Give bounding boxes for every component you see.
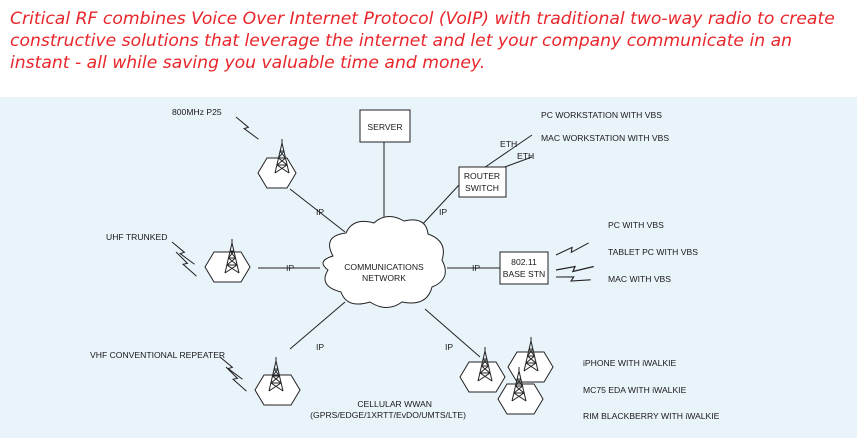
wifi-device-tablet: TABLET PC WITH VBS bbox=[608, 247, 698, 257]
router-label-line2: SWITCH bbox=[465, 183, 499, 193]
ip-label-p25: IP bbox=[316, 207, 324, 217]
vhf-tower bbox=[216, 356, 301, 406]
router-switch-box: ROUTER SWITCH bbox=[458, 166, 507, 198]
base-station-label-line2: BASE STN bbox=[503, 269, 546, 279]
cellular-label-line2: (GPRS/EDGE/1XRTT/EvDO/UMTS/LTE) bbox=[310, 410, 466, 420]
ip-labels: IP IP IP IP IP IP bbox=[286, 207, 480, 352]
network-diagram: COMMUNICATIONS NETWORK SERVER ROUTER SWI… bbox=[0, 97, 857, 438]
base-station-label-line1: 802.11 bbox=[511, 257, 537, 267]
ip-label-cellular: IP bbox=[445, 342, 453, 352]
uhf-label: UHF TRUNKED bbox=[106, 232, 167, 242]
ip-label-router: IP bbox=[439, 207, 447, 217]
server-box: SERVER bbox=[359, 109, 411, 143]
cellular-towers bbox=[459, 336, 554, 415]
ip-label-base: IP bbox=[472, 263, 480, 273]
vhf-label: VHF CONVENTIONAL REPEATER bbox=[90, 350, 225, 360]
cellular-device-blackberry: RIM BLACKBERRY WITH iWALKIE bbox=[583, 411, 720, 421]
ip-label-uhf: IP bbox=[286, 263, 294, 273]
pc-workstation-label: PC WORKSTATION WITH VBS bbox=[541, 110, 662, 120]
communications-network-cloud: COMMUNICATIONS NETWORK bbox=[322, 216, 446, 308]
ip-label-vhf: IP bbox=[316, 342, 324, 352]
network-label-line2: NETWORK bbox=[362, 273, 406, 283]
cellular-device-mc75: MC75 EDA WITH iWALKIE bbox=[583, 385, 687, 395]
intro-text: Critical RF combines Voice Over Internet… bbox=[10, 9, 835, 73]
p25-label: 800MHz P25 bbox=[172, 107, 222, 117]
uhf-tower bbox=[168, 238, 251, 283]
base-station-box: 802.11 BASE STN bbox=[499, 251, 549, 285]
connection-lines bbox=[258, 134, 533, 358]
wifi-signal-bolts bbox=[555, 231, 595, 295]
cellular-label-line1: CELLULAR WWAN bbox=[357, 399, 432, 409]
network-label-line1: COMMUNICATIONS bbox=[344, 262, 424, 272]
eth-label-1: ETH bbox=[500, 139, 517, 149]
cellular-device-iphone: iPHONE WITH iWALKIE bbox=[583, 358, 677, 368]
eth-label-2: ETH bbox=[517, 151, 534, 161]
wifi-device-pc: PC WITH VBS bbox=[608, 220, 664, 230]
p25-tower bbox=[232, 116, 297, 189]
router-label-line1: ROUTER bbox=[464, 171, 500, 181]
mac-workstation-label: MAC WORKSTATION WITH VBS bbox=[541, 133, 669, 143]
server-label: SERVER bbox=[367, 122, 402, 132]
wifi-device-mac: MAC WITH VBS bbox=[608, 274, 671, 284]
